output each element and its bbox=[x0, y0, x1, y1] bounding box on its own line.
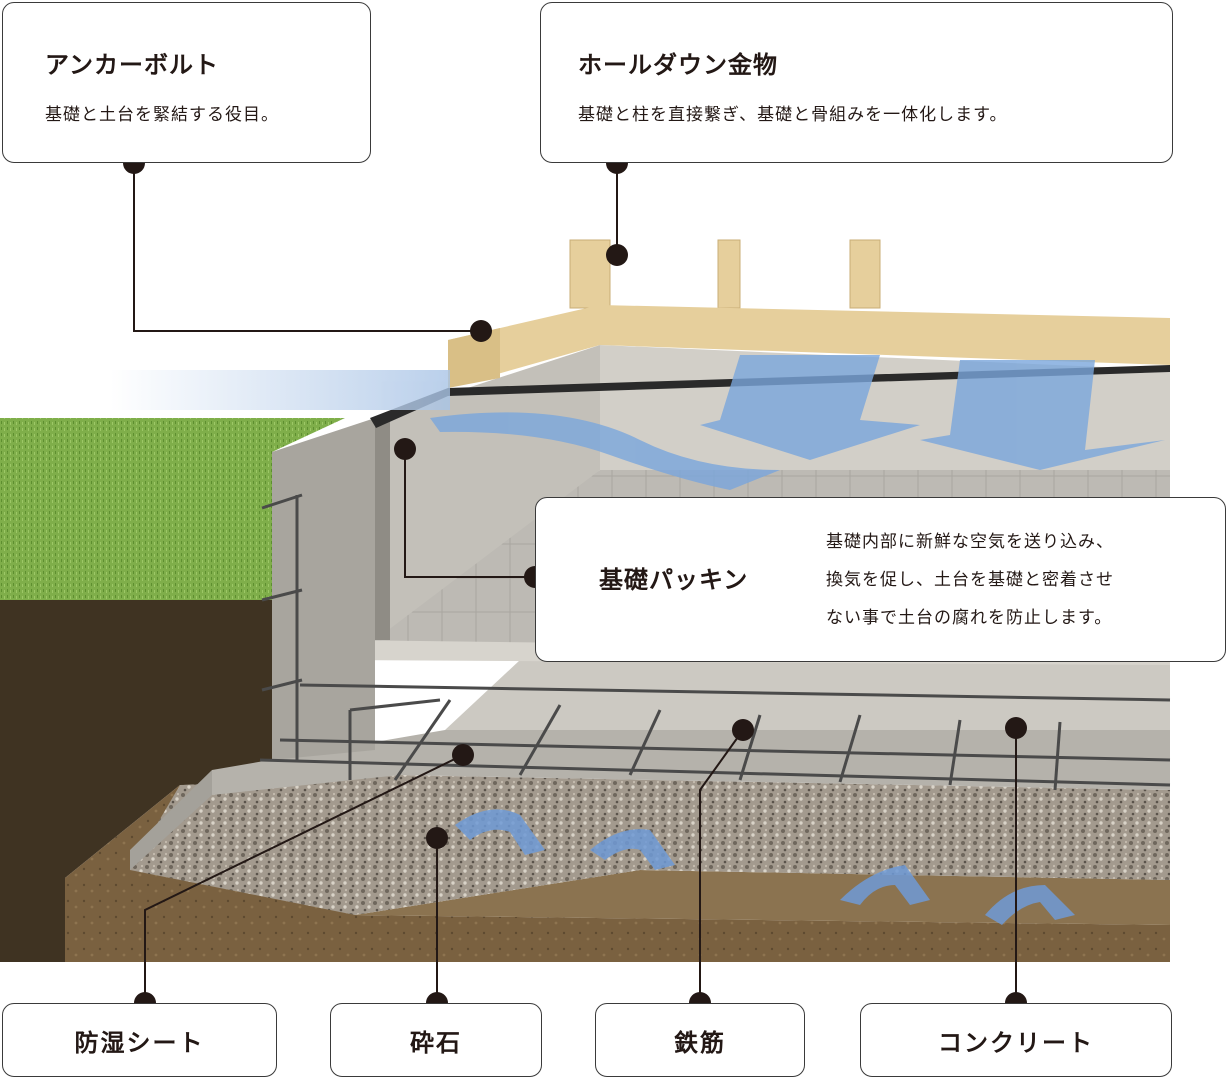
hold-down-callout: ホールダウン金物 基礎と柱を直接繋ぎ、基礎と骨組みを一体化します。 bbox=[540, 2, 1173, 163]
soil bbox=[0, 600, 1170, 962]
anchor-bolt-callout: アンカーボルト 基礎と土台を緊結する役目。 bbox=[2, 2, 371, 163]
anchor-bolt-title: アンカーボルト bbox=[45, 51, 220, 79]
packing-desc-line-2: 換気を促し、土台を基礎と密着させ bbox=[826, 570, 1114, 590]
rebar-grid bbox=[259, 493, 1171, 791]
concrete-target-dot bbox=[1005, 717, 1027, 739]
moisture-sheet-label: 防湿シート bbox=[2, 1003, 277, 1077]
crushed-stone-label: 砕石 bbox=[330, 1003, 542, 1077]
leader-lines bbox=[133, 163, 1017, 1003]
underground-airflow bbox=[455, 809, 1075, 925]
packing-callout: 基礎パッキン 基礎内部に新鮮な空気を送り込み、 換気を促し、土台を基礎と密着させ… bbox=[535, 497, 1226, 662]
anchor-bolt-target-dot bbox=[470, 320, 492, 342]
hold-down-target-dot bbox=[606, 244, 628, 266]
hold-down-desc: 基礎と柱を直接繋ぎ、基礎と骨組みを一体化します。 bbox=[578, 105, 1008, 125]
lawn bbox=[0, 418, 345, 600]
anchor-bolt-desc: 基礎と土台を緊結する役目。 bbox=[45, 105, 279, 125]
rebar-label: 鉄筋 bbox=[595, 1003, 805, 1077]
packing-desc-line-1: 基礎内部に新鮮な空気を送り込み、 bbox=[826, 532, 1114, 552]
timber-frame bbox=[448, 239, 1170, 388]
crushed-stone-target-dot bbox=[426, 827, 448, 849]
packing-desc-line-3: ない事で土台の腐れを防止します。 bbox=[826, 608, 1113, 628]
packing-target-dot bbox=[394, 438, 416, 460]
rebar-target-dot bbox=[732, 719, 754, 741]
hold-down-title: ホールダウン金物 bbox=[578, 51, 778, 79]
concrete-label: コンクリート bbox=[860, 1003, 1172, 1077]
moisture-sheet-target-dot bbox=[452, 744, 474, 766]
packing-title: 基礎パッキン bbox=[599, 566, 749, 594]
airflow-arrows bbox=[110, 355, 1165, 490]
